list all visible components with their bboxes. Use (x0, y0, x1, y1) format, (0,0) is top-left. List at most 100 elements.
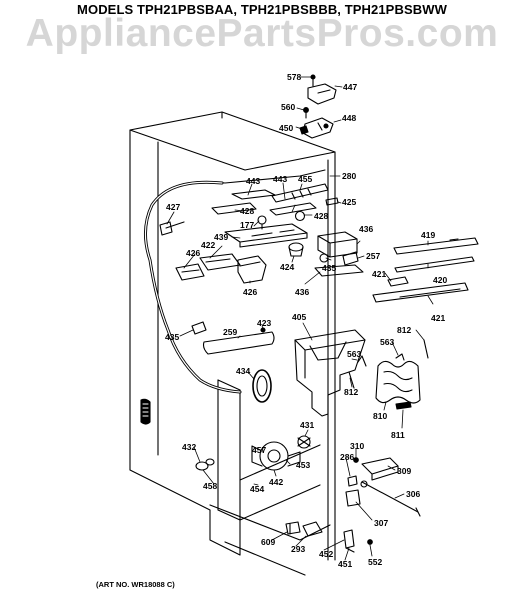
part-286-clip (347, 475, 358, 487)
callout-552: 552 (368, 557, 382, 567)
callout-458: 458 (203, 481, 217, 491)
part-310-screw (353, 457, 359, 463)
callout-810: 810 (373, 411, 387, 421)
part-293-plate (302, 521, 323, 537)
callout-443-right: 443 (273, 174, 287, 184)
part-427-connector (159, 221, 185, 236)
part-432-grommet (195, 458, 215, 471)
callout-428-right: 428 (314, 211, 328, 221)
callout-435-left: 435 (165, 332, 179, 342)
callout-451: 451 (338, 559, 352, 569)
callout-560: 560 (281, 102, 295, 112)
part-420-rail (394, 256, 475, 273)
part-419-rail (393, 237, 479, 255)
callout-420: 420 (433, 275, 447, 285)
callout-259: 259 (223, 327, 237, 337)
part-306-rod (360, 480, 421, 517)
part-563-clip-a (357, 355, 367, 367)
callout-443-left: 443 (246, 176, 260, 186)
callout-309: 309 (397, 466, 411, 476)
callout-286: 286 (340, 452, 354, 462)
callout-448: 448 (342, 113, 356, 123)
part-448-hinge (302, 117, 334, 139)
part-426-switch (237, 255, 267, 284)
part-423-screw (260, 327, 266, 333)
part-609-clip (285, 521, 301, 535)
callout-811: 811 (391, 430, 405, 440)
callout-442: 442 (269, 477, 283, 487)
callout-427: 427 (166, 202, 180, 212)
callout-421-bottom: 421 (431, 313, 445, 323)
part-810-heater (375, 360, 421, 404)
callout-306: 306 (406, 489, 420, 499)
models-title: MODELS TPH21PBSBAA, TPH21PBSBBB, TPH21PB… (77, 2, 447, 17)
part-451-bracket (343, 529, 355, 553)
callout-431: 431 (300, 420, 314, 430)
callout-439: 439 (214, 232, 228, 242)
part-436-thermostat (317, 231, 358, 258)
callout-432: 432 (182, 442, 196, 452)
callout-453: 453 (296, 460, 310, 470)
part-434-light (252, 369, 272, 403)
part-431-fan (297, 435, 311, 449)
callout-425: 425 (342, 197, 356, 207)
callout-177: 177 (240, 220, 254, 230)
callout-447: 447 (343, 82, 357, 92)
callout-307: 307 (374, 518, 388, 528)
part-257-sensor (342, 251, 359, 266)
part-552-screw (367, 539, 373, 545)
part-450-clip (299, 125, 309, 135)
part-435-bulb (319, 253, 329, 263)
callout-436-bottom: 436 (295, 287, 309, 297)
part-309-timer (361, 457, 399, 481)
part-425-plug (325, 197, 339, 206)
callout-455: 455 (298, 174, 312, 184)
callout-426-right: 426 (243, 287, 257, 297)
callout-434: 434 (236, 366, 250, 376)
callout-609: 609 (261, 537, 275, 547)
callout-436-top: 436 (359, 224, 373, 234)
callout-labels: 578 447 560 450 448 280 443 443 455 425 … (165, 72, 447, 569)
callout-257: 257 (366, 251, 380, 261)
callout-450: 450 (279, 123, 293, 133)
callout-563-right: 563 (380, 337, 394, 347)
callout-452: 452 (319, 549, 333, 559)
callout-812-top: 812 (397, 325, 411, 335)
watermark: AppliancePartsPros.com (25, 12, 499, 55)
part-812-heater-lead (348, 371, 355, 389)
callout-426-left: 426 (186, 248, 200, 258)
callout-812-bottom: 812 (344, 387, 358, 397)
part-563-clip-b (395, 353, 405, 361)
part-811-heater (395, 401, 412, 410)
part-307-bracket (345, 489, 361, 507)
part-405-duct (294, 329, 366, 417)
callout-424: 424 (280, 262, 294, 272)
cabinet-vent (140, 398, 151, 425)
part-812-wire (423, 339, 429, 359)
part-428-knob (294, 210, 306, 222)
callout-405: 405 (292, 312, 306, 322)
part-560-screw (303, 107, 309, 119)
callout-563-left: 563 (347, 349, 361, 359)
part-428-plate (211, 202, 257, 215)
callout-423: 423 (257, 318, 271, 328)
art-number: (ART NO. WR18088 C) (96, 580, 175, 589)
callout-422: 422 (201, 240, 215, 250)
callout-428-left: 428 (240, 206, 254, 216)
wire-harness (144, 180, 242, 394)
part-443-cover-right (269, 202, 317, 216)
callout-578: 578 (287, 72, 301, 82)
part-421-rail-top (387, 276, 409, 287)
part-421-rail-lower (372, 282, 469, 303)
callout-419: 419 (421, 230, 435, 240)
part-443-cover-left (231, 189, 276, 200)
callout-421-top: 421 (372, 269, 386, 279)
part-177-knob (257, 215, 267, 230)
callout-293: 293 (291, 544, 305, 554)
part-439-control-housing (224, 223, 308, 248)
part-426-grille-small (175, 263, 205, 281)
leader-lines (166, 76, 434, 561)
part-447-bracket (307, 74, 337, 105)
part-424-socket (288, 242, 304, 257)
